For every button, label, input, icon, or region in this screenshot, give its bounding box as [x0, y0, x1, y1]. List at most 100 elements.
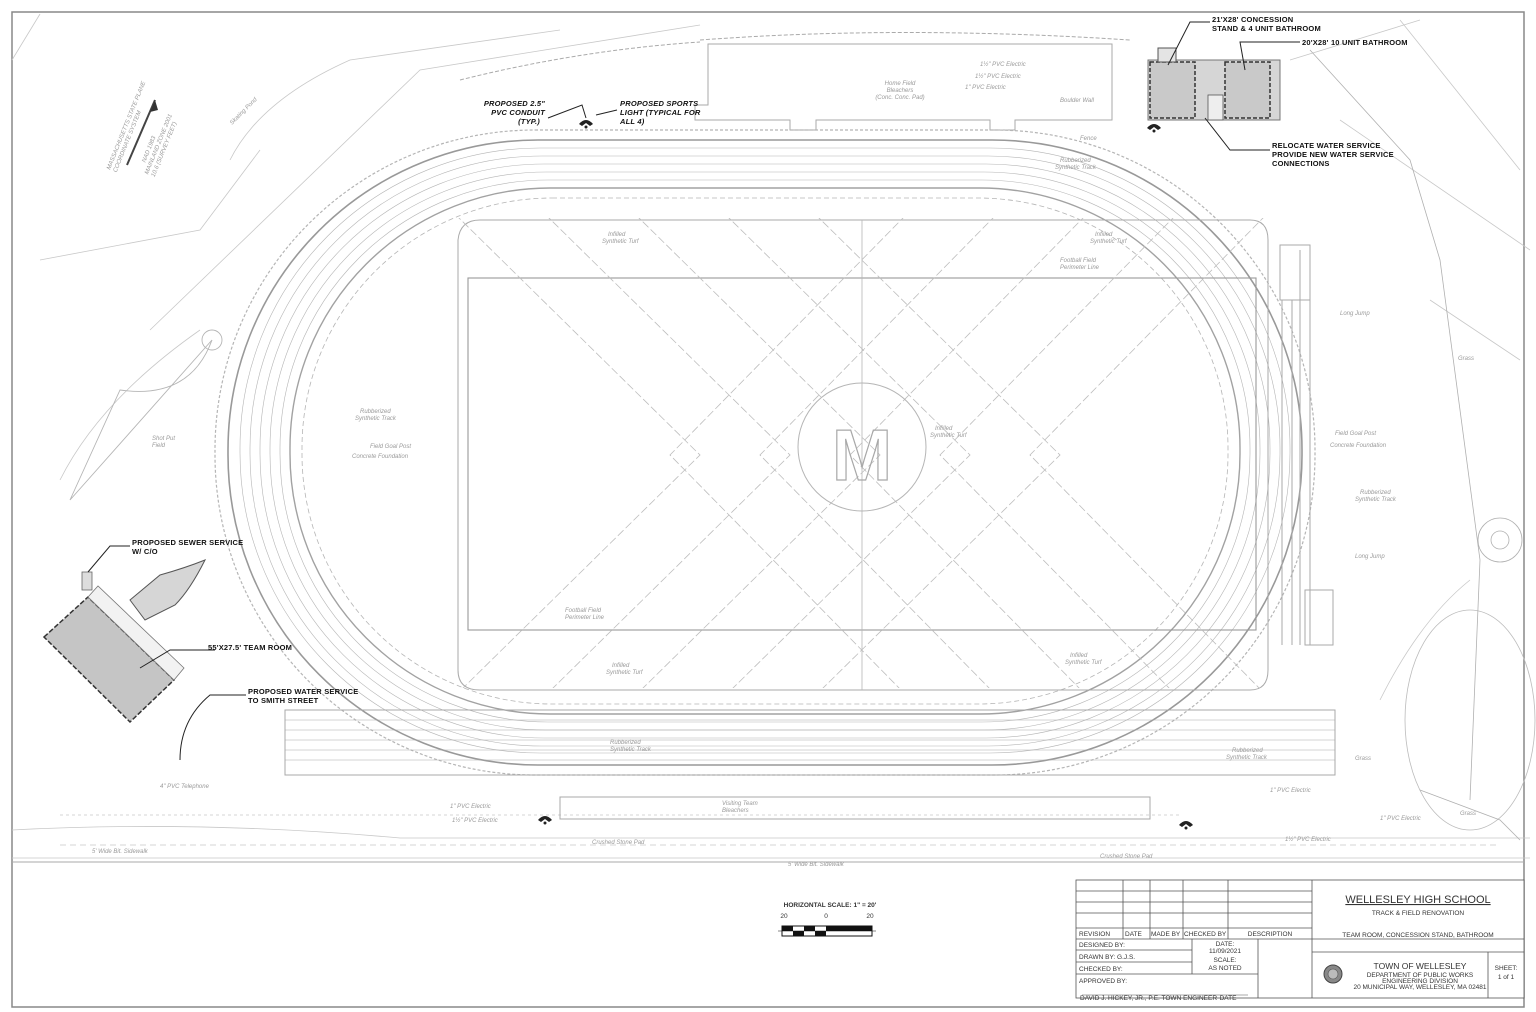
- svg-text:DATE:: DATE:: [1216, 941, 1235, 948]
- svg-text:Long Jump: Long Jump: [1355, 554, 1385, 560]
- svg-text:Grass: Grass: [1355, 756, 1371, 762]
- svg-text:DESCRIPTION: DESCRIPTION: [1248, 931, 1293, 938]
- svg-text:20: 20: [780, 913, 788, 920]
- team-room-building: [42, 559, 207, 724]
- svg-text:Home Field: Home Field: [885, 81, 916, 87]
- svg-text:Concrete Foundation: Concrete Foundation: [352, 454, 409, 460]
- svg-text:Infilled: Infilled: [1095, 232, 1113, 238]
- sewer-callout: PROPOSED SEWER SERVICE: [132, 538, 243, 547]
- svg-text:Grass: Grass: [1458, 356, 1474, 362]
- drawing-scale: AS NOTED: [1208, 965, 1242, 972]
- svg-text:Rubberized: Rubberized: [610, 740, 641, 746]
- team-room-callout: 55'X27.5' TEAM ROOM: [208, 643, 292, 652]
- annotations-callouts: 21'X28' CONCESSION STAND & 4 UNIT BATHRO…: [132, 15, 1408, 705]
- svg-text:(Conc. Conc. Pad): (Conc. Conc. Pad): [875, 95, 924, 101]
- shot-put-field: [69, 329, 223, 501]
- svg-text:Field: Field: [152, 443, 166, 449]
- bathroom-callout: 20'X28' 10 UNIT BATHROOM: [1302, 38, 1408, 47]
- svg-text:Long Jump: Long Jump: [1340, 311, 1370, 317]
- svg-text:PROVIDE NEW WATER SERVICE: PROVIDE NEW WATER SERVICE: [1272, 150, 1394, 159]
- svg-text:W/ C/O: W/ C/O: [132, 547, 158, 556]
- long-jump-runways: [1279, 244, 1334, 646]
- svg-text:1" PVC Electric: 1" PVC Electric: [965, 85, 1006, 91]
- svg-text:Concrete Foundation: Concrete Foundation: [1330, 443, 1387, 449]
- north-arrow-text: MASSACHUSETTS STATE PLANE COORDINATE SYS…: [106, 80, 178, 178]
- svg-text:1½" PVC Electric: 1½" PVC Electric: [452, 817, 498, 824]
- svg-text:Rubberized: Rubberized: [360, 409, 391, 415]
- svg-text:Synthetic Track: Synthetic Track: [610, 747, 652, 753]
- football-field: M: [457, 218, 1269, 691]
- title-block: [1075, 879, 1525, 999]
- svg-text:1½" PVC Electric: 1½" PVC Electric: [975, 73, 1021, 80]
- svg-text:Infilled: Infilled: [612, 663, 630, 669]
- svg-text:Perimeter Line: Perimeter Line: [1060, 265, 1100, 271]
- svg-text:STAND & 4 UNIT BATHROOM: STAND & 4 UNIT BATHROOM: [1212, 24, 1321, 33]
- svg-text:20 MUNICIPAL WAY, WELLESLEY, M: 20 MUNICIPAL WAY, WELLESLEY, MA 02481: [1353, 984, 1486, 991]
- svg-text:PVC CONDUIT: PVC CONDUIT: [491, 108, 546, 117]
- svg-text:Crushed Stone Pad: Crushed Stone Pad: [1100, 854, 1153, 860]
- svg-text:20: 20: [866, 913, 874, 920]
- svg-text:Bleachers: Bleachers: [722, 808, 749, 814]
- svg-text:Rubberized: Rubberized: [1360, 490, 1391, 496]
- water-relocate-callout: RELOCATE WATER SERVICE: [1272, 141, 1381, 150]
- svg-text:Boulder Wall: Boulder Wall: [1060, 98, 1095, 104]
- sheet-description: TEAM ROOM, CONCESSION STAND, BATHROOM: [1342, 932, 1493, 939]
- svg-text:Rubberized: Rubberized: [1232, 748, 1263, 754]
- scale-bar: HORIZONTAL SCALE: 1" = 20' 20 0 20: [778, 902, 877, 937]
- svg-text:5' Wide Bit. Sidewalk: 5' Wide Bit. Sidewalk: [788, 862, 845, 868]
- svg-text:Field Goal Post: Field Goal Post: [1335, 431, 1376, 437]
- running-track: [214, 129, 1316, 776]
- background-linework: [11, 13, 1536, 859]
- svg-text:Field Goal Post: Field Goal Post: [370, 444, 411, 450]
- svg-text:Synthetic Turf: Synthetic Turf: [606, 670, 644, 676]
- project-name: WELLESLEY HIGH SCHOOL: [1345, 894, 1490, 906]
- svg-text:1" PVC Electric: 1" PVC Electric: [1270, 788, 1311, 794]
- svg-text:ENGINEERING DIVISION: ENGINEERING DIVISION: [1382, 978, 1458, 985]
- svg-text:Synthetic Track: Synthetic Track: [1355, 497, 1397, 503]
- concession-callout: 21'X28' CONCESSION: [1212, 15, 1293, 24]
- scale-bar-label: HORIZONTAL SCALE: 1" = 20': [784, 902, 877, 909]
- svg-text:Infilled: Infilled: [935, 426, 953, 432]
- svg-text:Synthetic Turf: Synthetic Turf: [602, 239, 640, 245]
- drawn-by: DRAWN BY: G.J.S.: [1079, 954, 1135, 961]
- svg-text:(TYP.): (TYP.): [518, 117, 540, 126]
- sports-light-icon: [538, 816, 552, 825]
- svg-text:Bleachers: Bleachers: [887, 88, 914, 94]
- home-bleachers: [459, 32, 1131, 131]
- water-smith-callout: PROPOSED WATER SERVICE: [248, 687, 358, 696]
- center-logo-letter: M: [832, 416, 892, 496]
- svg-text:DATE: DATE: [1125, 931, 1143, 938]
- svg-text:Synthetic Turf: Synthetic Turf: [930, 433, 968, 439]
- site-labels: Skating Pond Home Field Bleachers (Conc.…: [92, 61, 1476, 868]
- approved-by: APPROVED BY:: [1079, 978, 1127, 985]
- sports-light-callout: PROPOSED SPORTS: [620, 99, 698, 108]
- drawing-date: 11/09/2021: [1209, 948, 1241, 955]
- right-side-structures: [1309, 49, 1523, 841]
- svg-text:Synthetic Track: Synthetic Track: [1055, 165, 1097, 171]
- agency-name: TOWN OF WELLESLEY: [1374, 961, 1467, 971]
- svg-text:5' Wide Bit. Sidewalk: 5' Wide Bit. Sidewalk: [92, 849, 149, 855]
- sports-light-icon: [1147, 124, 1161, 133]
- concession-stand-building: [1147, 47, 1281, 121]
- svg-text:MASSACHUSETTS STATE PLANE: MASSACHUSETTS STATE PLANE: [106, 80, 147, 171]
- svg-text:SCALE:: SCALE:: [1213, 957, 1236, 964]
- revision-header: REVISION: [1079, 931, 1110, 938]
- sheet-label: SHEET:: [1495, 965, 1518, 972]
- svg-text:CONNECTIONS: CONNECTIONS: [1272, 159, 1330, 168]
- svg-text:Perimeter Line: Perimeter Line: [565, 615, 605, 621]
- svg-text:DEPARTMENT OF PUBLIC WORKS: DEPARTMENT OF PUBLIC WORKS: [1367, 972, 1474, 979]
- sheet-number: 1 of 1: [1498, 974, 1515, 981]
- svg-text:1½" PVC Electric: 1½" PVC Electric: [1285, 836, 1331, 843]
- svg-text:MADE BY: MADE BY: [1151, 931, 1181, 938]
- svg-text:1½" PVC Electric: 1½" PVC Electric: [980, 61, 1026, 68]
- svg-text:Football Field: Football Field: [565, 608, 602, 614]
- svg-text:Rubberized: Rubberized: [1060, 158, 1091, 164]
- svg-text:1" PVC Electric: 1" PVC Electric: [450, 804, 491, 810]
- svg-text:Shot Put: Shot Put: [152, 436, 175, 442]
- svg-text:TO SMITH STREET: TO SMITH STREET: [248, 696, 319, 705]
- sports-light-icons: [538, 120, 1193, 830]
- sports-light-icon: [579, 120, 593, 129]
- svg-text:1" PVC Electric: 1" PVC Electric: [1380, 816, 1421, 822]
- svg-text:4" PVC Telephone: 4" PVC Telephone: [160, 784, 210, 790]
